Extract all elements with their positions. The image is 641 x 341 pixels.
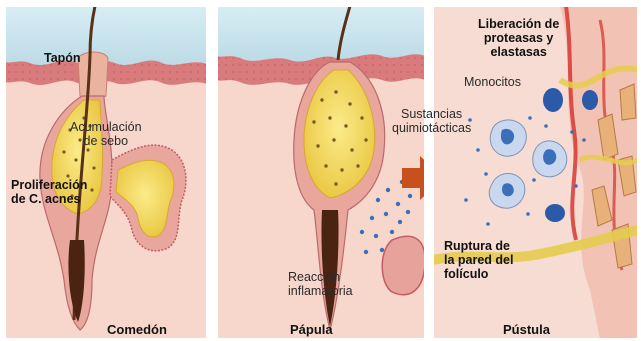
label-ruptura: Ruptura de la pared del folículo [444, 239, 513, 281]
sky [217, 6, 425, 62]
label-reaccion-line2: inflamatoria [288, 284, 353, 298]
label-liberacion-line1: Liberación de [478, 17, 559, 31]
label-sustancias-line2: quimiotácticas [392, 121, 471, 135]
label-sustancias-line1: Sustancias [392, 107, 471, 121]
label-ruptura-line1: Ruptura de [444, 239, 513, 253]
label-acumulacion-line1: Acumulación [70, 120, 142, 134]
label-liberacion-line2: proteasas y [478, 31, 559, 45]
label-ruptura-line3: folículo [444, 267, 513, 281]
panel-comedon [5, 6, 207, 339]
plug [78, 52, 108, 99]
label-reaccion-line1: Reacción [288, 270, 353, 284]
label-monocitos: Monocitos [464, 75, 521, 89]
label-proliferacion-line1: Proliferación [11, 178, 87, 192]
label-proliferacion-line2: de C. acnes [11, 192, 87, 206]
label-sustancias: Sustancias quimiotácticas [392, 107, 471, 135]
caption-pustula: Pústula [503, 323, 550, 337]
label-liberacion-line3: elastasas [478, 45, 559, 59]
caption-papula: Pápula [290, 323, 333, 337]
label-ruptura-line2: la pared del [444, 253, 513, 267]
label-reaccion: Reacción inflamatoria [288, 270, 353, 298]
inflamed-tissue [382, 236, 425, 294]
label-proliferacion: Proliferación de C. acnes [11, 178, 87, 206]
caption-comedon: Comedón [107, 323, 167, 337]
label-acumulacion: Acumulación de sebo [70, 120, 142, 148]
label-liberacion: Liberación de proteasas y elastasas [478, 17, 559, 59]
label-acumulacion-line2: de sebo [70, 134, 142, 148]
label-tapon: Tapón [44, 51, 81, 65]
